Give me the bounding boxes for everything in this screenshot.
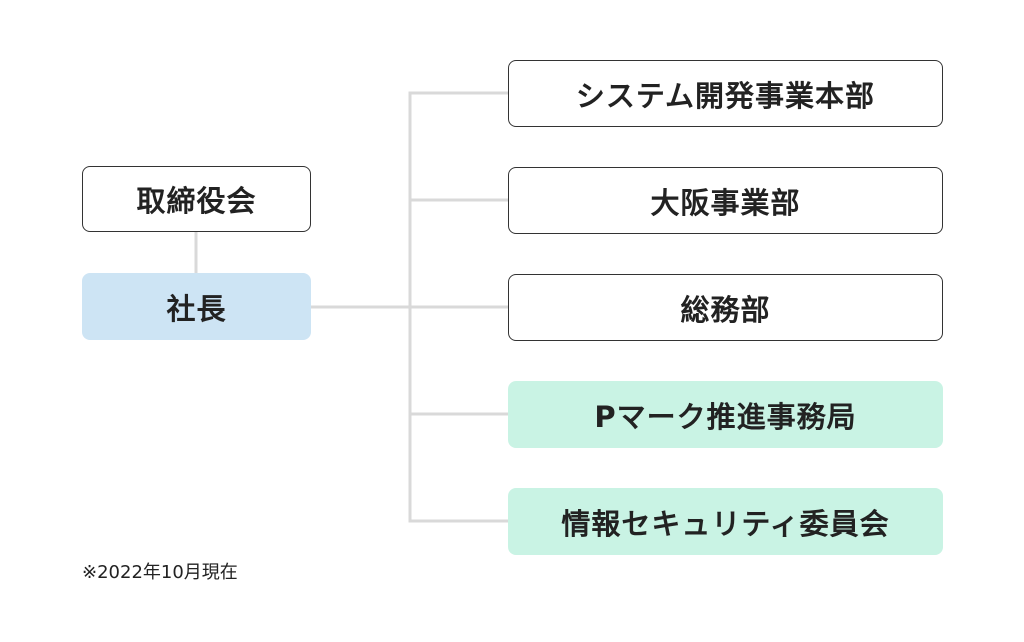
dept-label: 大阪事業部 [650,185,801,220]
dept-system-development: システム開発事業本部 [508,60,943,127]
dept-label: Pマーク推進事務局 [594,399,857,434]
dept-label: システム開発事業本部 [575,78,876,113]
president-box: 社長 [82,273,311,340]
as-of-note: ※2022年10月現在 [82,562,238,583]
board-of-directors-box: 取締役会 [82,166,311,232]
president-label: 社長 [166,291,227,326]
board-of-directors-label: 取締役会 [136,184,257,218]
dept-osaka: 大阪事業部 [508,167,943,234]
dept-pmark-office: Pマーク推進事務局 [508,381,943,448]
dept-general-affairs: 総務部 [508,274,943,341]
dept-label: 情報セキュリティ委員会 [561,506,890,541]
dept-infosec-committee: 情報セキュリティ委員会 [508,488,943,555]
dept-label: 総務部 [680,292,771,327]
